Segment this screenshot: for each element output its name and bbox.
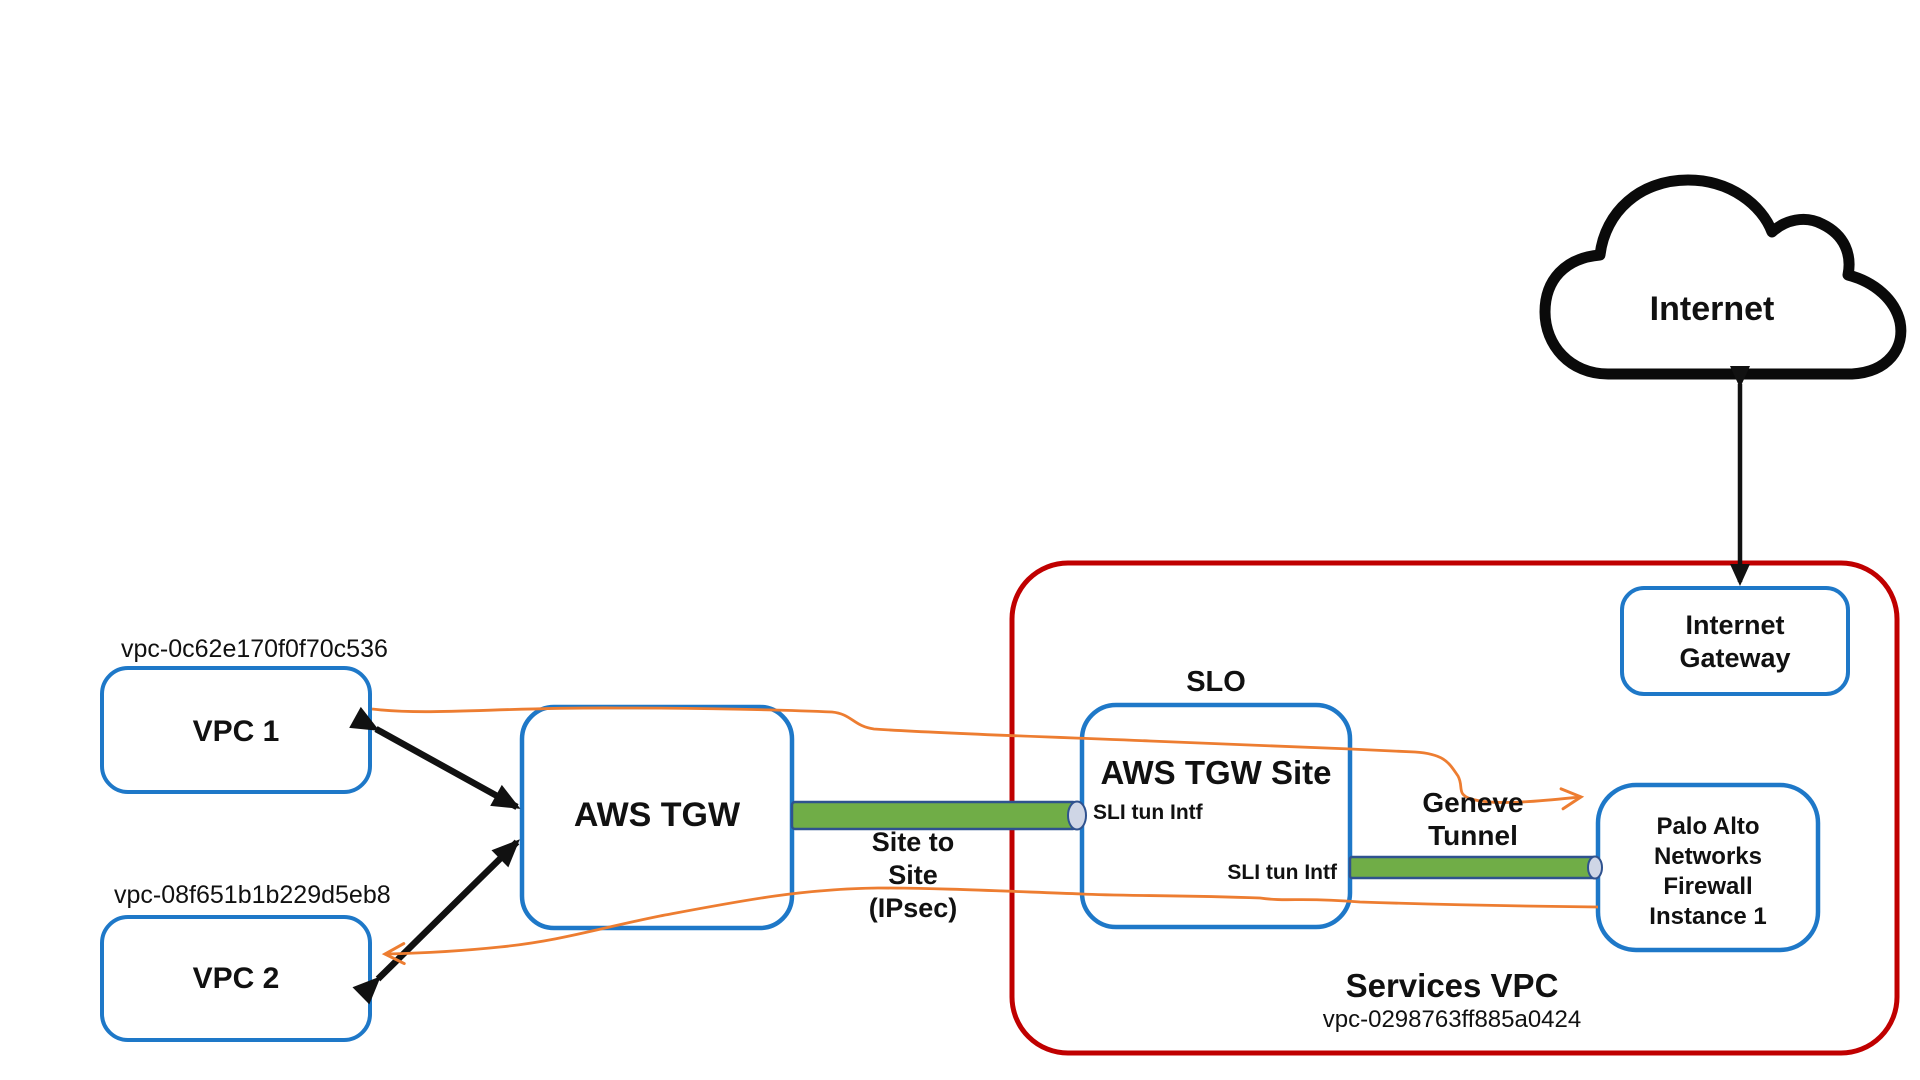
geneve-tunnel-pipe [1348, 855, 1603, 880]
site-to-site-label: Site to Site (IPsec) [868, 827, 958, 923]
services-vpc-label: Services VPC [1345, 967, 1559, 1004]
internet-gateway-box [1620, 586, 1850, 696]
sli-tun-intf-bottom-label: SLI tun Intf [1227, 861, 1337, 884]
aws-tgw-site-label: AWS TGW Site [1100, 754, 1332, 791]
vpc1-to-tgw-arrow [349, 706, 521, 810]
vpc2-to-tgw-arrow [352, 839, 520, 1005]
vpc2-id-label: vpc-08f651b1b229d5eb8 [114, 881, 391, 909]
aws-tgw-label: AWS TGW [573, 796, 741, 834]
internet-label: Internet [1649, 290, 1775, 328]
internet-cloud-icon [1539, 174, 1907, 380]
internet-gateway-label: Internet Gateway [1679, 610, 1791, 673]
services-vpc-id-label: vpc-0298763ff885a0424 [1322, 1006, 1582, 1033]
sli-tun-intf-top-label: SLI tun Intf [1093, 801, 1203, 824]
palo-alto-firewall-label: Palo Alto Networks Firewall Instance 1 [1649, 813, 1767, 930]
vpc1-to-firewall-flow-line [371, 706, 1585, 811]
site-to-site-tunnel-pipe [790, 800, 1087, 831]
vpc1-id-label: vpc-0c62e170f0f70c536 [121, 635, 388, 663]
vpc1-label: VPC 1 [192, 715, 280, 748]
firewall-to-vpc2-flow-line [381, 886, 1599, 966]
slo-label: SLO [1186, 666, 1246, 698]
geneve-tunnel-label: Geneve Tunnel [1422, 787, 1524, 851]
vpc2-label: VPC 2 [192, 962, 280, 995]
